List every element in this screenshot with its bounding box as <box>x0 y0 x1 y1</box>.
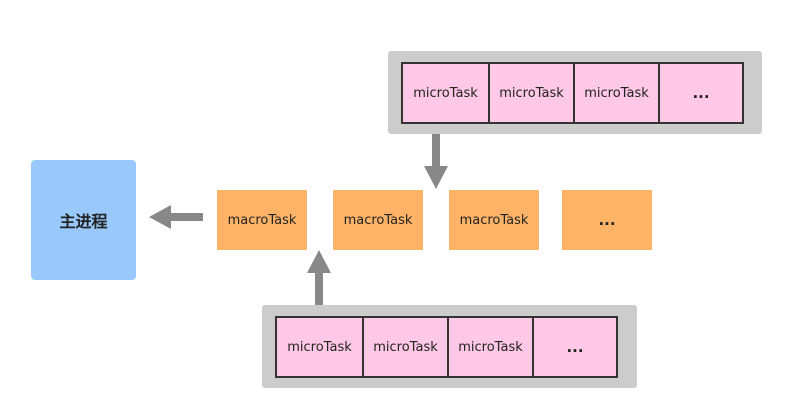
micro-task-label: microTask <box>373 339 438 355</box>
micro-task: microTask <box>277 318 362 376</box>
macro-task-ellipsis: ... <box>562 190 652 250</box>
macro-task-label: macroTask <box>227 212 297 228</box>
micro-task-ellipsis-label: ... <box>566 338 584 356</box>
bottom-micro-queue: microTask microTask microTask ... <box>275 316 618 378</box>
arrow-to-main-thread <box>149 205 203 229</box>
main-thread-box: 主进程 <box>31 160 136 280</box>
micro-task-label: microTask <box>413 85 478 101</box>
micro-task: microTask <box>362 318 447 376</box>
bottom-micro-queue-panel: microTask microTask microTask ... <box>262 305 637 388</box>
main-thread-label: 主进程 <box>59 212 108 231</box>
micro-task-label: microTask <box>458 339 523 355</box>
micro-task: microTask <box>447 318 532 376</box>
micro-task: microTask <box>488 64 573 122</box>
macro-task-ellipsis-label: ... <box>598 211 616 229</box>
arrow-down-from-top-queue <box>424 134 448 189</box>
micro-task: microTask <box>573 64 658 122</box>
macro-task-2: macroTask <box>333 190 423 250</box>
arrow-up-from-bottom-queue <box>307 250 331 305</box>
top-micro-queue-panel: microTask microTask microTask ... <box>388 51 762 134</box>
macro-task-3: macroTask <box>449 190 539 250</box>
micro-task-label: microTask <box>584 85 649 101</box>
micro-task-ellipsis: ... <box>532 318 616 376</box>
macro-task-1: macroTask <box>217 190 307 250</box>
top-micro-queue: microTask microTask microTask ... <box>401 62 744 124</box>
micro-task-label: microTask <box>499 85 564 101</box>
micro-task: microTask <box>403 64 488 122</box>
micro-task-ellipsis-label: ... <box>692 84 710 102</box>
macro-task-label: macroTask <box>343 212 413 228</box>
micro-task-label: microTask <box>287 339 352 355</box>
micro-task-ellipsis: ... <box>658 64 742 122</box>
macro-task-label: macroTask <box>459 212 529 228</box>
